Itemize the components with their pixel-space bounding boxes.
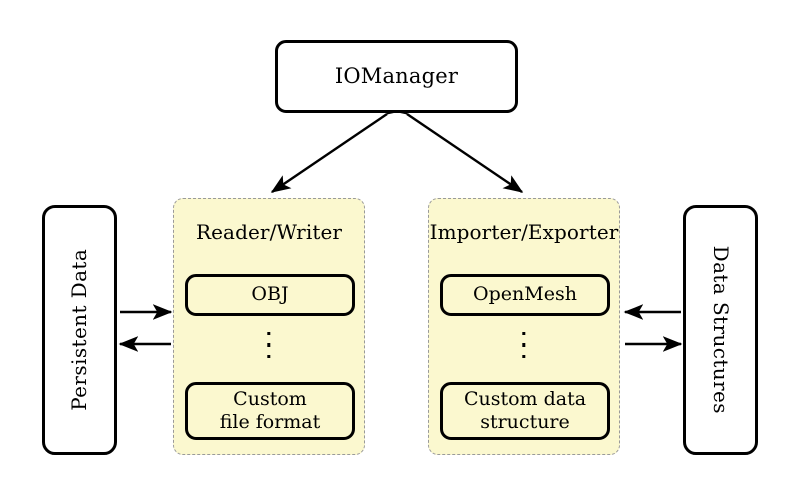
importer-exporter-item-openmesh[interactable]: OpenMesh [440, 274, 610, 316]
io-manager-label: IOManager [334, 64, 459, 89]
connector-iomanager-reader-writer [270, 97, 407, 193]
connector-iomanager-importer-exporter [387, 97, 524, 193]
persistent-data-box[interactable]: Persistent Data [42, 205, 117, 455]
reader-writer-title: Reader/Writer [195, 220, 343, 244]
importer-exporter-item-custom-data-structure-label: Custom data structure [464, 388, 586, 434]
persistent-data-label: Persistent Data [66, 249, 91, 411]
reader-writer-item-custom-file-format-label: Custom file format [220, 388, 321, 434]
data-structures-label: Data Structures [709, 245, 734, 415]
reader-writer-item-custom-file-format[interactable]: Custom file format [185, 382, 355, 440]
importer-exporter-item-openmesh-label: OpenMesh [473, 283, 577, 306]
line-2: file format [219, 411, 321, 433]
importer-exporter-item-custom-data-structure[interactable]: Custom data structure [440, 382, 610, 440]
line-1: Custom [233, 387, 307, 410]
reader-writer-ellipsis-icon [267, 332, 271, 359]
importer-exporter-panel[interactable]: Importer/Exporter OpenMesh Custom data s… [428, 198, 620, 455]
importer-exporter-title: Importer/Exporter [429, 220, 619, 244]
importer-exporter-ellipsis-icon [522, 332, 526, 359]
line-2: structure [480, 411, 570, 433]
line-1: Custom data [463, 387, 587, 410]
reader-writer-item-obj[interactable]: OBJ [185, 274, 355, 316]
io-manager-box[interactable]: IOManager [275, 40, 518, 113]
data-structures-box[interactable]: Data Structures [683, 205, 758, 455]
reader-writer-panel[interactable]: Reader/Writer OBJ Custom file format [173, 198, 365, 455]
reader-writer-item-obj-label: OBJ [251, 283, 289, 306]
